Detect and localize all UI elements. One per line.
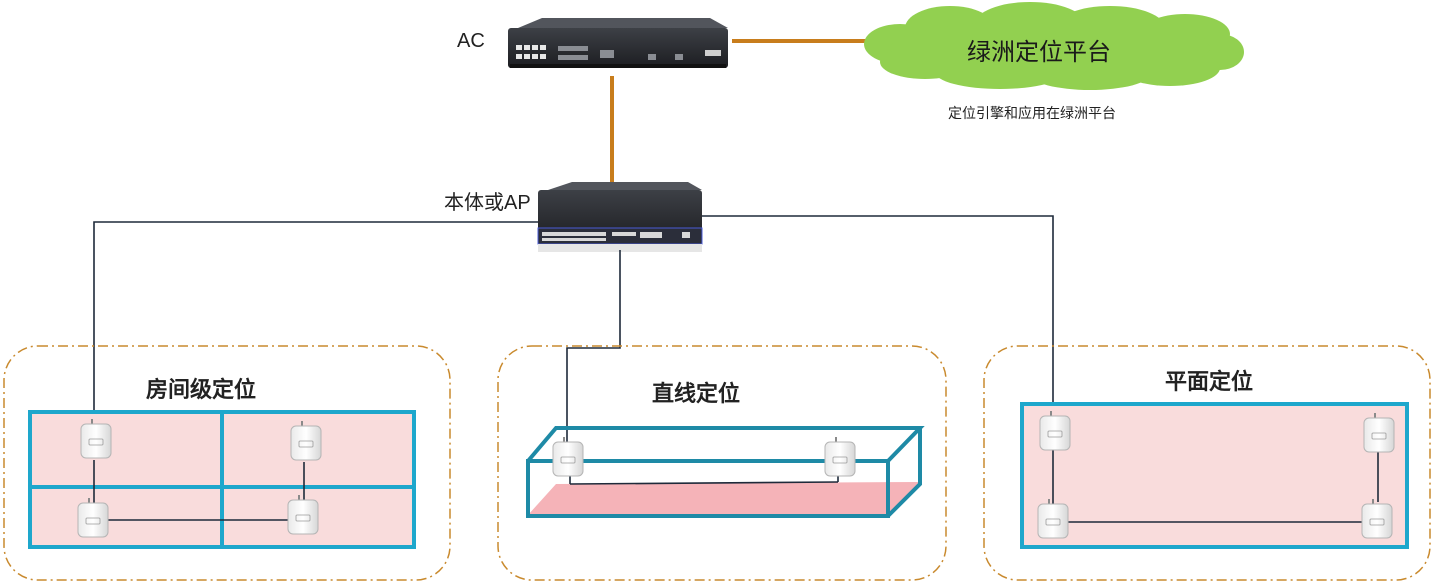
zone-title-plane: 平面定位: [1165, 369, 1254, 394]
plane-area: [1020, 402, 1409, 549]
zone-title-room: 房间级定位: [146, 377, 257, 402]
zone-room: [3, 345, 451, 581]
platform-title: 绿洲定位平台: [967, 39, 1111, 66]
ap-icon: [80, 418, 112, 459]
ap-icon: [290, 420, 322, 461]
switch-label: 本体或AP: [444, 192, 531, 214]
ap-icon: [1037, 498, 1069, 539]
platform-note: 定位引擎和应用在绿洲平台: [948, 105, 1116, 121]
switch-device: [537, 182, 703, 252]
ap-icon: [1363, 412, 1395, 453]
ap-icon: [77, 497, 109, 538]
ac-label: AC: [457, 30, 485, 52]
zone-line: [497, 345, 947, 581]
zone-title-line: 直线定位: [652, 381, 741, 406]
zone-plane: [983, 345, 1431, 581]
ap-icon: [552, 436, 584, 477]
room-cables: [93, 460, 305, 521]
ap-icon: [1361, 498, 1393, 539]
access-cables: [93, 215, 1054, 444]
ac-device: [508, 18, 728, 68]
ap-icon: [287, 494, 319, 535]
ap-icon: [1039, 410, 1071, 451]
plane-cables: [1052, 450, 1379, 523]
platform-cloud: [864, 2, 1244, 90]
line-box: [526, 426, 925, 518]
ap-icon: [824, 436, 856, 477]
line-cable: [569, 481, 839, 485]
